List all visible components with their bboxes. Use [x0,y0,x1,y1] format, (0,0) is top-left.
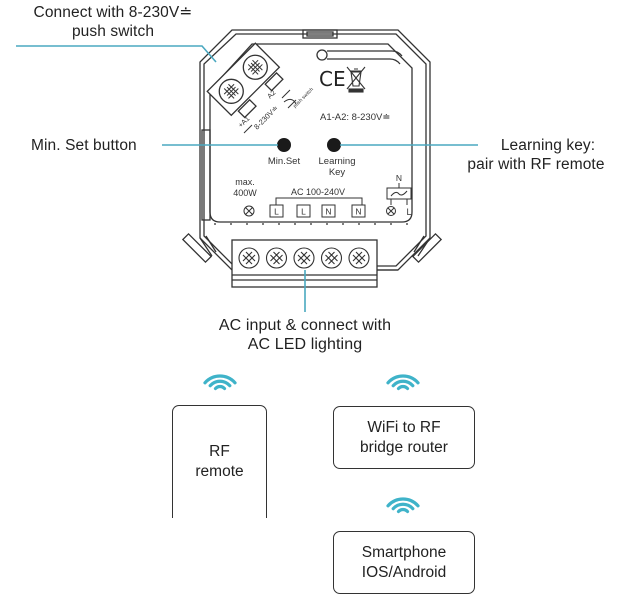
push-switch-callout: Connect with 8-230V≐ push switch [8,3,218,41]
screw-terminal-a1 [218,78,244,104]
push-switch-callout-line2: push switch [71,23,155,40]
ce-mark: CE [319,67,346,91]
push-switch-terminal-block [206,42,284,119]
learning-key-label-2: Key [329,167,346,178]
smartphone-line2: IOS/Android [361,563,447,581]
screw-icon [348,247,370,269]
terminal-labels [269,204,366,218]
ac-input-callout-line2: AC LED lighting [247,336,363,353]
smartphone-wifi-icon [386,497,420,514]
smartphone-box: Smartphone IOS/Android [333,531,475,594]
dimmer-n-label: N [396,173,402,183]
smartphone-line1: Smartphone [361,543,447,561]
max-load-label-1: max. [235,177,255,187]
device-housing [181,29,443,271]
callout-lines [16,45,478,312]
terminal-l-1: L [274,207,279,217]
push-switch-symbol-icon [281,89,297,109]
ac-range-label: AC 100-240V [291,187,345,197]
lamp-icon [243,205,255,217]
rf-remote-wifi-icon [203,374,237,391]
screw-icon [293,247,315,269]
terminal-a2-label: A2 [266,89,277,100]
bridge-line2: bridge router [360,438,448,456]
crossed-bin-icon [346,66,366,93]
screw-icon [265,247,288,269]
bridge-line1: WiFi to RF [367,418,441,436]
wifi-icons [203,374,420,514]
rf-remote-line1: RF [209,443,230,460]
rf-remote-box: RF remote [172,405,267,518]
min-set-label: Min.Set [268,156,301,167]
min-set-callout: Min. Set button [31,136,137,155]
push-switch-callout-line1: Connect with 8-230V≐ [33,4,193,21]
min-set-button [277,138,291,152]
a1-a2-rating: A1-A2: 8-230V≐ [320,112,390,123]
terminal-n-2: N [355,207,361,217]
bridge-wifi-icon [386,374,420,391]
terminal-n-1: N [325,207,331,217]
screw-icon [238,247,260,269]
terminal-l-2: L [301,207,306,217]
min-set-callout-label: Min. Set button [31,137,137,154]
learning-key-callout: Learning key: pair with RF remote [448,136,624,174]
push-switch-callout-line [16,45,217,63]
screw-row [238,247,370,269]
screw-terminal-a2 [242,54,268,80]
learning-key-button [327,138,341,152]
max-load-label-2: 400W [233,188,257,198]
screw-icon [320,247,343,269]
dimmer-l-label: L [406,207,411,217]
rf-remote-line2: remote [195,463,244,480]
ac-input-callout: AC input & connect with AC LED lighting [180,316,430,354]
learning-key-callout-line1: Learning key: [500,137,596,154]
ac-bracket [275,197,363,205]
learning-key-callout-line2: pair with RF remote [467,156,605,173]
wifi-bridge-box: WiFi to RF bridge router [333,406,475,469]
learning-key-label-1: Learning [319,156,356,167]
dimmer-symbol-icon [386,183,412,216]
ac-input-callout-line1: AC input & connect with [218,317,392,334]
